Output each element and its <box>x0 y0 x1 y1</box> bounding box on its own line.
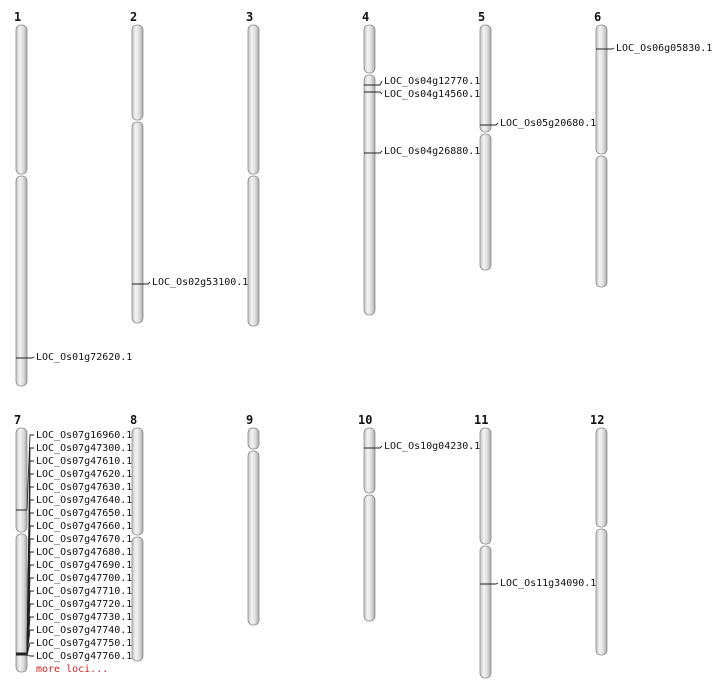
chromosome-3: 3 <box>246 10 260 327</box>
locus-label[interactable]: LOC_Os06g05830.1 <box>616 43 712 54</box>
chromosome-arm-short <box>247 24 260 175</box>
locus-label[interactable]: LOC_Os04g12770.1 <box>384 76 480 87</box>
locus-label[interactable]: LOC_Os07g16960.1 <box>36 430 132 441</box>
chromosome-arm-long <box>595 155 608 288</box>
chromosome-number: 2 <box>130 10 137 24</box>
locus-label[interactable]: LOC_Os07g47300.1 <box>36 443 132 454</box>
chromosome-arm-long <box>131 536 144 662</box>
locus-label[interactable]: LOC_Os07g47720.1 <box>36 599 132 610</box>
locus-connector <box>375 445 383 449</box>
chromosome-number: 6 <box>594 10 601 24</box>
locus-label[interactable]: LOC_Os01g72620.1 <box>36 352 132 363</box>
locus-label[interactable]: LOC_Os07g47690.1 <box>36 560 132 571</box>
chromosome-number: 8 <box>130 413 137 427</box>
chromosome-arm-long <box>363 74 376 316</box>
locus-label[interactable]: LOC_Os07g47730.1 <box>36 612 132 623</box>
locus-label[interactable]: LOC_Os07g47620.1 <box>36 469 132 480</box>
chromosome-number: 4 <box>362 10 369 24</box>
chromosome-arm-short <box>15 427 28 533</box>
chromosome-9: 9 <box>246 413 260 626</box>
locus-label[interactable]: LOC_Os07g47700.1 <box>36 573 132 584</box>
locus-label[interactable]: LOC_Os07g47610.1 <box>36 456 132 467</box>
chromosome-arm-short <box>131 24 144 121</box>
chromosome-number: 3 <box>246 10 253 24</box>
chromosome-arm-short <box>595 24 608 155</box>
chromosome-number: 10 <box>358 413 372 427</box>
locus-label[interactable]: LOC_Os11g34090.1 <box>500 578 596 589</box>
locus-label[interactable]: LOC_Os02g53100.1 <box>152 277 248 288</box>
locus-label[interactable]: LOC_Os07g47750.1 <box>36 638 132 649</box>
locus-connector <box>26 616 34 656</box>
locus-label[interactable]: LOC_Os07g47680.1 <box>36 547 132 558</box>
chromosome-number: 1 <box>14 10 21 24</box>
chromosome-arm-long <box>363 494 376 622</box>
locus-connector <box>26 642 34 656</box>
locus-connector <box>27 356 35 359</box>
locus-label[interactable]: LOC_Os07g47670.1 <box>36 534 132 545</box>
locus-connector <box>26 629 34 656</box>
locus-label[interactable]: LOC_Os04g26880.1 <box>384 146 480 157</box>
chromosome-arm-short <box>595 427 608 528</box>
locus-label[interactable]: LOC_Os07g47650.1 <box>36 508 132 519</box>
chromosome-arm-long <box>15 175 28 387</box>
locus-label[interactable]: LOC_Os07g47710.1 <box>36 586 132 597</box>
locus-label[interactable]: LOC_Os07g47740.1 <box>36 625 132 636</box>
chromosome-arm-short <box>363 24 376 74</box>
chromosome-arm-short <box>131 427 144 536</box>
chromosome-arm-short <box>247 427 260 450</box>
locus-label[interactable]: LOC_Os07g47760.1 <box>36 651 132 662</box>
locus-connector <box>491 122 499 126</box>
locus-connector <box>375 150 383 154</box>
chromosome-number: 5 <box>478 10 485 24</box>
more-loci-link[interactable]: more loci... <box>36 664 108 675</box>
locus-label[interactable]: LOC_Os05g20680.1 <box>500 118 596 129</box>
chromosome-7: 7LOC_Os07g16960.1LOC_Os07g47300.1LOC_Os0… <box>14 413 132 675</box>
chromosome-arm-short <box>479 24 492 133</box>
chromosome-number: 9 <box>246 413 253 427</box>
locus-label[interactable]: LOC_Os07g47640.1 <box>36 495 132 506</box>
chromosome-arm-long <box>131 121 144 324</box>
chromosome-arm-long <box>479 133 492 271</box>
chromosome-arm-long <box>247 450 260 626</box>
chromosome-arm-long <box>479 545 492 679</box>
chromosome-8: 8 <box>130 413 144 662</box>
chromosome-arm-long <box>247 175 260 327</box>
locus-connector <box>143 281 151 285</box>
chromosome-number: 12 <box>590 413 604 427</box>
chromosome-arm-short <box>15 24 28 175</box>
chromosome-number: 11 <box>474 413 488 427</box>
chromosome-arm-long <box>15 533 28 673</box>
locus-connector <box>375 91 383 95</box>
chromosome-4: 4LOC_Os04g12770.1LOC_Os04g14560.1LOC_Os0… <box>362 10 480 316</box>
locus-label[interactable]: LOC_Os07g47660.1 <box>36 521 132 532</box>
locus-connector <box>26 654 34 657</box>
chromosome-arm-short <box>479 427 492 545</box>
chromosome-arm-short <box>363 427 376 494</box>
locus-connector <box>26 434 34 511</box>
chromosome-arm-long <box>595 528 608 656</box>
locus-connector <box>607 47 615 50</box>
locus-connector <box>375 80 383 86</box>
locus-label[interactable]: LOC_Os04g14560.1 <box>384 89 480 100</box>
locus-connector <box>491 582 499 585</box>
chromosome-12: 12 <box>590 413 608 656</box>
locus-label[interactable]: LOC_Os10g04230.1 <box>384 441 480 452</box>
chromosome-number: 7 <box>14 413 21 427</box>
locus-label[interactable]: LOC_Os07g47630.1 <box>36 482 132 493</box>
